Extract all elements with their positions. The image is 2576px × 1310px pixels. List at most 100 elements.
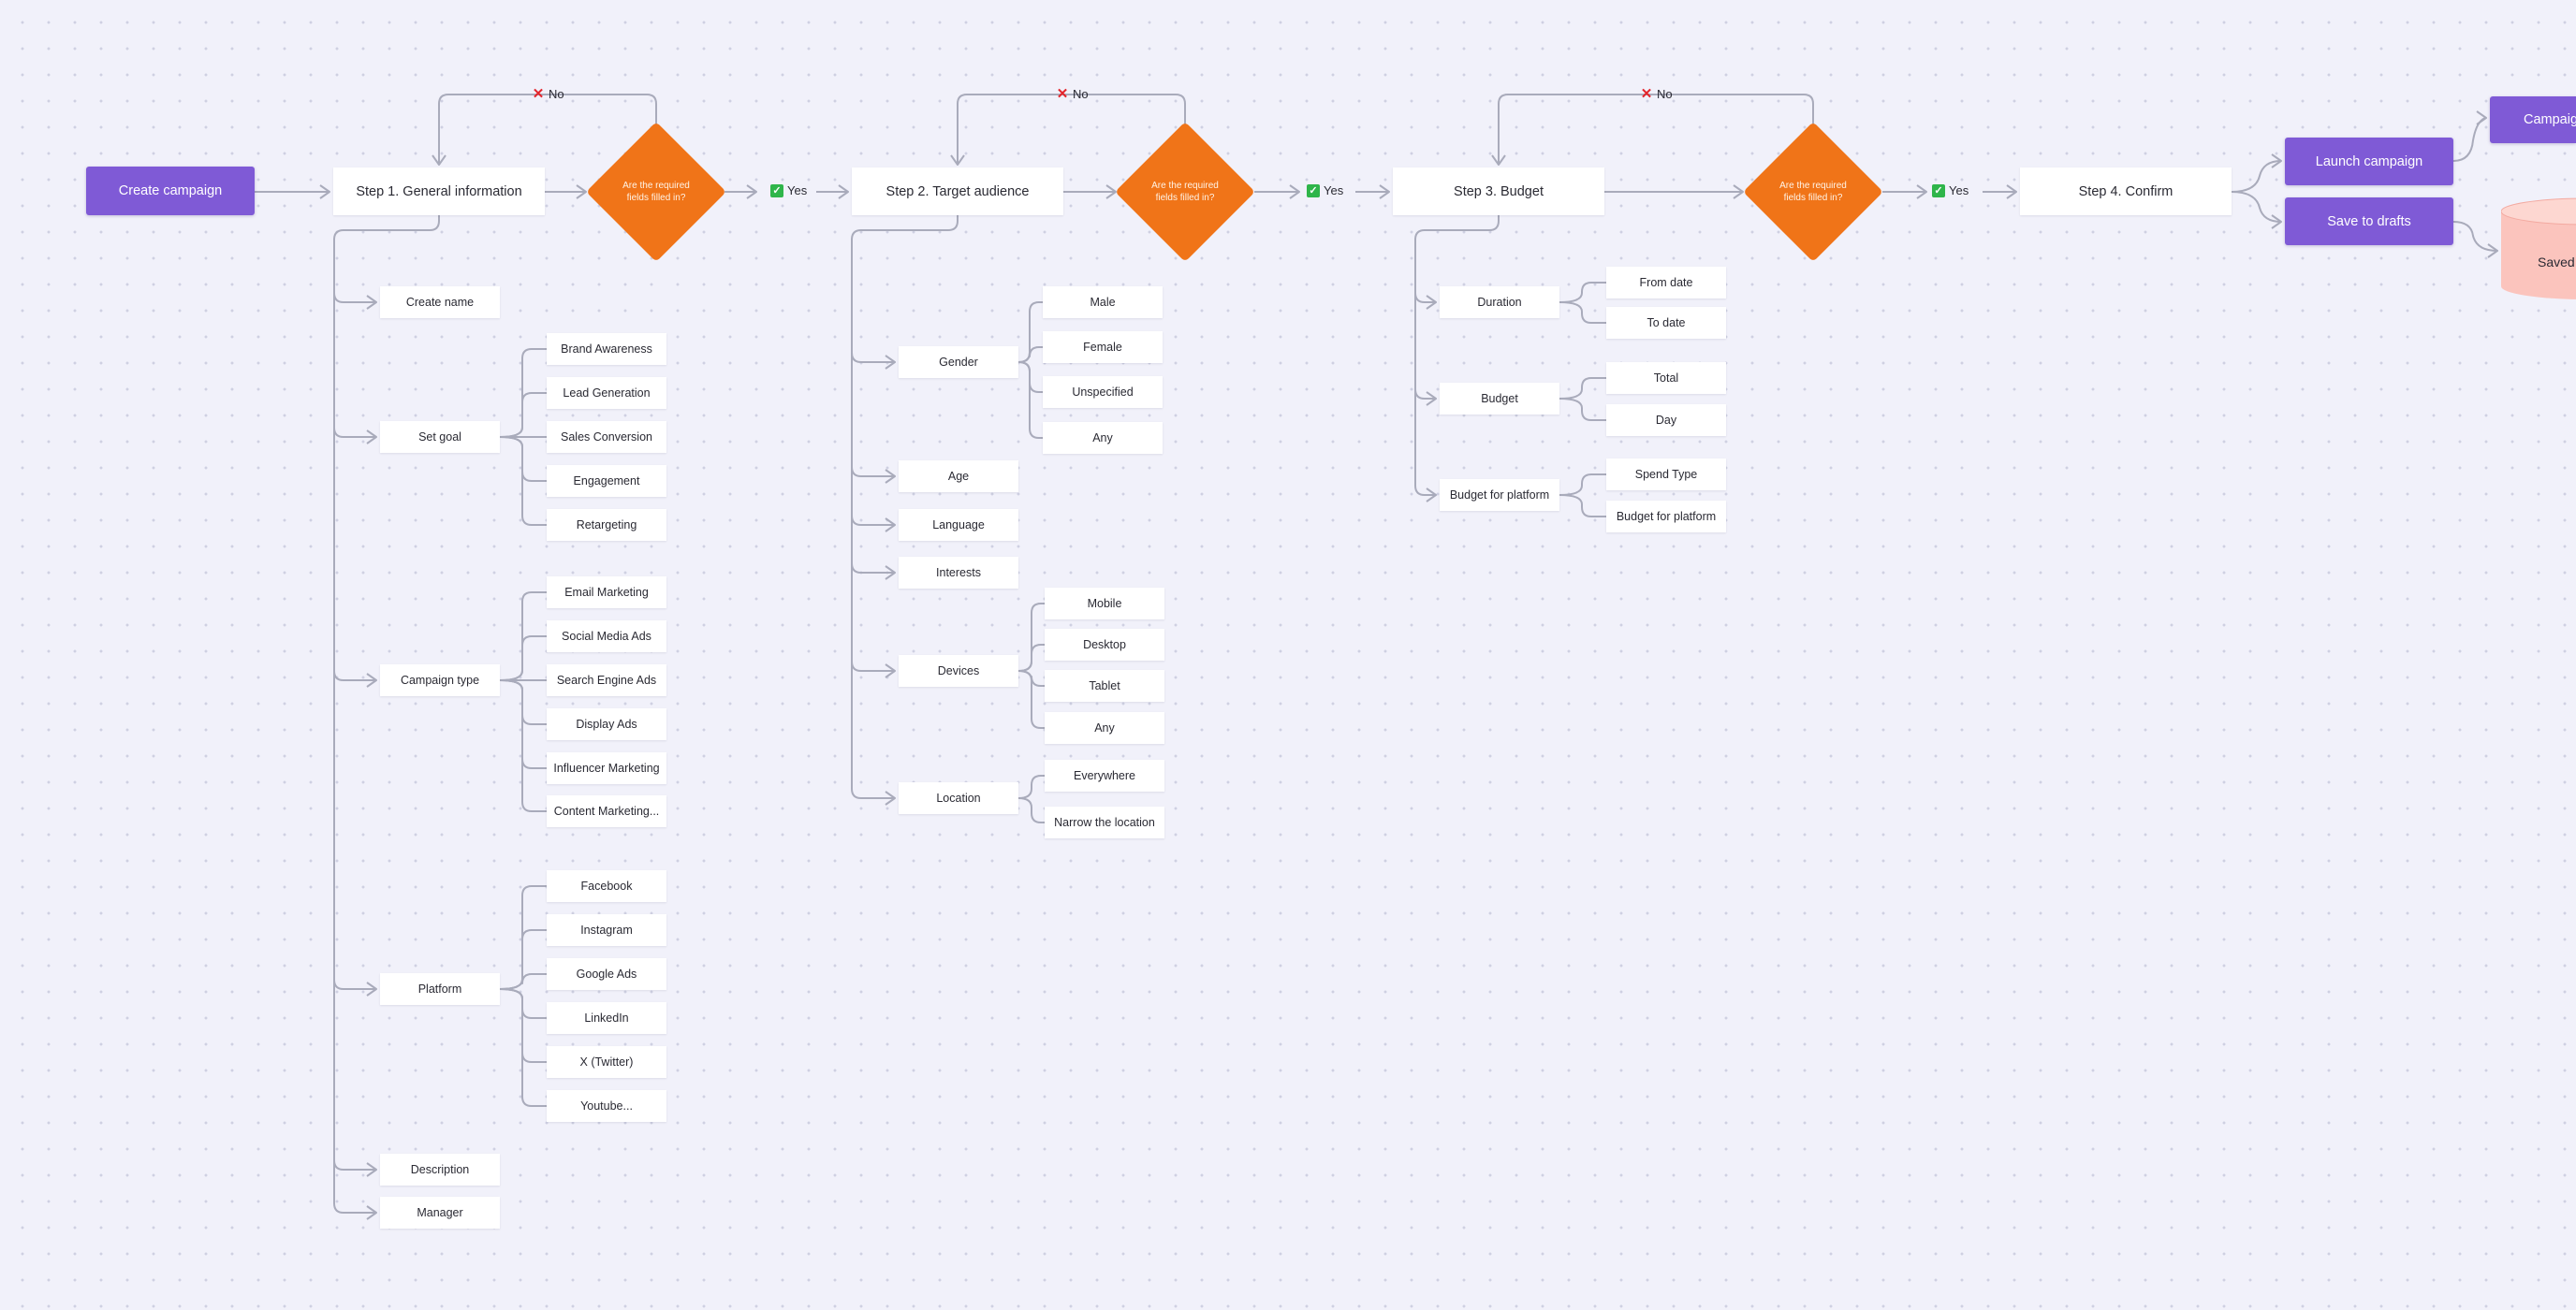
gender-unspecified[interactable]: Unspecified xyxy=(1043,376,1163,408)
arrow-head xyxy=(1916,184,1927,199)
type-email-marketing[interactable]: Email Marketing xyxy=(547,576,666,608)
connector-19 xyxy=(333,292,376,303)
type-content-marketing[interactable]: Content Marketing... xyxy=(547,795,666,827)
connector-21 xyxy=(333,670,376,681)
gender-male[interactable]: Male xyxy=(1043,286,1163,318)
step-budget[interactable]: Step 3. Budget xyxy=(1393,167,1604,215)
campaign-type-node[interactable]: Campaign type xyxy=(380,664,500,696)
connector-11 xyxy=(438,94,657,164)
location-node[interactable]: Location xyxy=(899,782,1018,814)
platform-node[interactable]: Platform xyxy=(380,973,500,1005)
yes-text: Yes xyxy=(1324,183,1344,197)
connector-58 xyxy=(1017,775,1045,799)
step-general-information[interactable]: Step 1. General information xyxy=(333,167,545,215)
language-node[interactable]: Language xyxy=(899,509,1018,541)
interests-node[interactable]: Interests xyxy=(899,557,1018,589)
gender-node[interactable]: Gender xyxy=(899,346,1018,378)
connector-53 xyxy=(1017,361,1043,439)
arrow-head xyxy=(1379,184,1390,199)
step-confirm[interactable]: Step 4. Confirm xyxy=(2020,167,2232,215)
arrow-head xyxy=(885,565,896,580)
spend-type-node[interactable]: Spend Type xyxy=(1606,458,1726,490)
connector-17 xyxy=(2452,221,2498,252)
goal-retargeting[interactable]: Retargeting xyxy=(547,509,666,541)
no-label-2: ✕No xyxy=(1056,87,1089,102)
arrow-head xyxy=(885,663,896,678)
device-desktop[interactable]: Desktop xyxy=(1045,629,1164,661)
platform-facebook[interactable]: Facebook xyxy=(547,870,666,902)
create-name-node[interactable]: Create name xyxy=(380,286,500,318)
type-social-media-ads[interactable]: Social Media Ads xyxy=(547,620,666,652)
type-influencer-marketing[interactable]: Influencer Marketing xyxy=(547,752,666,784)
connector-20 xyxy=(333,427,376,438)
arrow-head xyxy=(366,673,377,688)
cross-icon: ✕ xyxy=(532,85,545,102)
location-narrow[interactable]: Narrow the location xyxy=(1045,807,1164,838)
age-node[interactable]: Age xyxy=(899,460,1018,492)
arrow-head xyxy=(950,154,965,166)
budget-node[interactable]: Budget xyxy=(1440,383,1559,415)
arrow-head xyxy=(746,184,757,199)
campaign-outcome-node[interactable]: Campaign xyxy=(2490,96,2576,143)
connector-61 xyxy=(1559,301,1606,324)
platform-linkedin[interactable]: LinkedIn xyxy=(547,1002,666,1034)
type-search-engine-ads[interactable]: Search Engine Ads xyxy=(547,664,666,696)
platform-google-ads[interactable]: Google Ads xyxy=(547,958,666,990)
description-node[interactable]: Description xyxy=(380,1154,500,1186)
platform-instagram[interactable]: Instagram xyxy=(547,914,666,946)
duration-node[interactable]: Duration xyxy=(1440,286,1559,318)
manager-node[interactable]: Manager xyxy=(380,1197,500,1229)
decision-label-2: Are the required fields filled in? xyxy=(1151,181,1219,203)
gender-any[interactable]: Any xyxy=(1043,422,1163,454)
arrow-head xyxy=(2006,184,2017,199)
connector-12 xyxy=(957,94,1186,164)
connector-63 xyxy=(1559,398,1606,421)
devices-node[interactable]: Devices xyxy=(899,655,1018,687)
arrow-head xyxy=(2476,110,2487,125)
device-tablet[interactable]: Tablet xyxy=(1045,670,1164,702)
arrow-head xyxy=(2271,153,2282,168)
yes-label-3: ✓Yes xyxy=(1932,183,1969,197)
device-any[interactable]: Any xyxy=(1045,712,1164,744)
arrow-head xyxy=(885,517,896,532)
goal-engagement[interactable]: Engagement xyxy=(547,465,666,497)
connector-24 xyxy=(851,215,959,799)
budget-for-platform-item[interactable]: Budget for platform xyxy=(1606,501,1726,532)
arrow-head xyxy=(432,154,446,166)
location-everywhere[interactable]: Everywhere xyxy=(1045,760,1164,792)
connector-64 xyxy=(1559,473,1606,496)
goal-lead-generation[interactable]: Lead Generation xyxy=(547,377,666,409)
check-icon: ✓ xyxy=(1932,183,1945,197)
set-goal-node[interactable]: Set goal xyxy=(380,421,500,453)
connector-39 xyxy=(499,635,547,681)
arrow-head xyxy=(2271,214,2282,229)
connector-31 xyxy=(1414,292,1436,303)
arrow-head xyxy=(1491,154,1506,166)
arrow-head xyxy=(366,1162,377,1177)
goal-brand-awareness[interactable]: Brand Awareness xyxy=(547,333,666,365)
saved-database-icon xyxy=(2501,197,2576,299)
type-display-ads[interactable]: Display Ads xyxy=(547,708,666,740)
device-mobile[interactable]: Mobile xyxy=(1045,588,1164,619)
arrow-head xyxy=(2487,243,2498,258)
duration-to-date[interactable]: To date xyxy=(1606,307,1726,339)
launch-campaign-button[interactable]: Launch campaign xyxy=(2285,138,2453,185)
connector-25 xyxy=(851,352,895,363)
platform-x-twitter[interactable]: X (Twitter) xyxy=(547,1046,666,1078)
create-campaign-node[interactable]: Create campaign xyxy=(86,167,255,215)
arrow-head xyxy=(838,184,849,199)
check-icon: ✓ xyxy=(1307,183,1320,197)
save-to-drafts-button[interactable]: Save to drafts xyxy=(2285,197,2453,245)
budget-day[interactable]: Day xyxy=(1606,404,1726,436)
goal-sales-conversion[interactable]: Sales Conversion xyxy=(547,421,666,453)
gender-female[interactable]: Female xyxy=(1043,331,1163,363)
step-target-audience[interactable]: Step 2. Target audience xyxy=(852,167,1063,215)
budget-for-platform-node[interactable]: Budget for platform xyxy=(1440,479,1559,511)
yes-label-2: ✓ Yes xyxy=(1307,183,1343,197)
duration-from-date[interactable]: From date xyxy=(1606,267,1726,298)
no-label-3: ✕No xyxy=(1640,87,1673,102)
budget-total[interactable]: Total xyxy=(1606,362,1726,394)
platform-youtube[interactable]: Youtube... xyxy=(547,1090,666,1122)
